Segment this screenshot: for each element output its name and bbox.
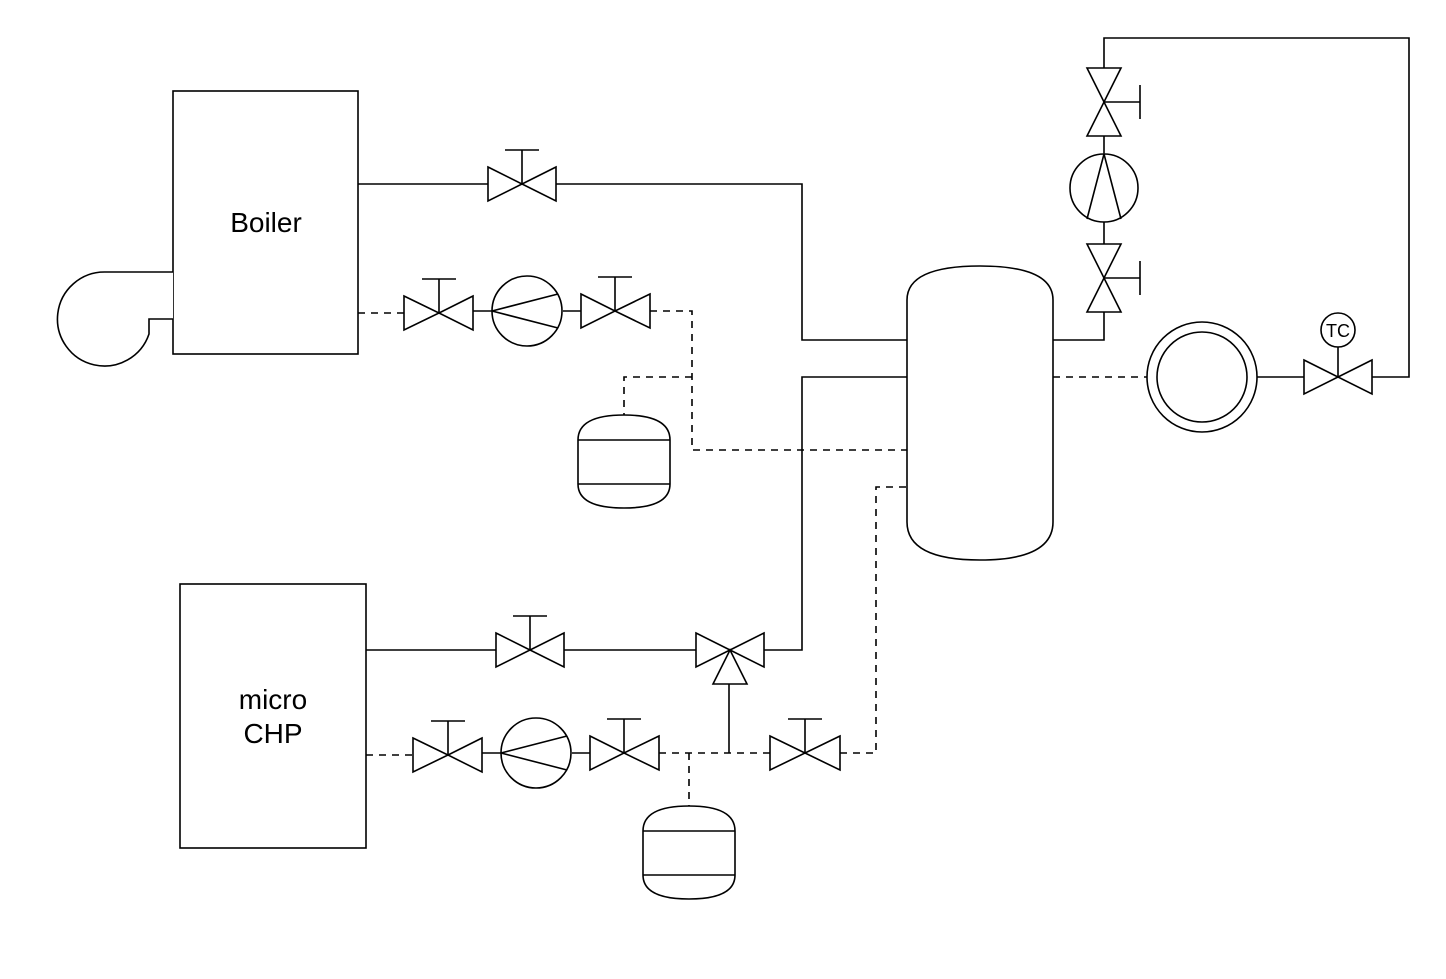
heating-circuit-flow-pipe xyxy=(1053,37,1410,378)
heating-circuit-valve-lower xyxy=(1085,243,1141,313)
boiler-return-valve-1 xyxy=(403,278,474,332)
burner-fan-icon xyxy=(56,271,173,367)
micro-chp: micro CHP xyxy=(179,583,367,849)
valve-handwheel-icon xyxy=(788,718,822,753)
temperature-controller-label: TC xyxy=(1326,321,1350,341)
pump-icon xyxy=(491,275,563,347)
valve-handwheel-icon xyxy=(422,278,456,313)
valve-handwheel-icon xyxy=(513,615,547,650)
expansion-vessel-chp-bands xyxy=(643,830,735,876)
heat-consumer-outer-ring xyxy=(1146,321,1258,433)
boiler-flow-valve xyxy=(487,149,557,203)
chp-return-pipe xyxy=(366,486,907,756)
valve-handwheel-icon xyxy=(1104,85,1141,119)
boiler-box xyxy=(172,90,359,355)
chp-circulation-pump xyxy=(482,717,590,789)
pump-icon xyxy=(500,717,572,789)
heating-circuit-pump xyxy=(1069,150,1139,223)
chp-flow-pipe xyxy=(366,376,907,651)
three-way-mixing-valve xyxy=(695,631,765,685)
valve-handwheel-icon xyxy=(1104,261,1141,295)
valve-handwheel-icon xyxy=(431,720,465,755)
heat-consumer-inner-ring xyxy=(1156,331,1248,423)
boiler-return-valve-2 xyxy=(580,276,651,330)
boiler-circulation-pump xyxy=(473,275,581,347)
pump-direction-icon xyxy=(1086,150,1122,220)
boiler-label: Boiler xyxy=(230,207,302,238)
expansion-vessel-chp-body xyxy=(642,805,736,900)
valve-handwheel-icon xyxy=(607,718,641,753)
boiler: Boiler xyxy=(172,90,359,355)
pump-direction-icon xyxy=(500,735,568,771)
temperature-control-valve: TC xyxy=(1303,312,1373,396)
boiler-flow-pipe xyxy=(358,183,907,341)
pump-direction-icon xyxy=(491,293,559,329)
buffer-tank xyxy=(906,265,1054,561)
micro-chp-box xyxy=(179,583,367,849)
expansion-vessel-boiler-bands xyxy=(578,439,670,485)
chp-return-valve-3 xyxy=(769,718,841,772)
buffer-tank-vessel xyxy=(906,265,1054,561)
pump-icon xyxy=(1069,153,1139,223)
expansion-vessel-boiler-body xyxy=(577,414,671,509)
return-pipes xyxy=(358,310,1147,806)
expansion-vessel-chp xyxy=(642,805,736,900)
expansion-vessel-boiler xyxy=(577,414,671,509)
burner-fan xyxy=(56,271,173,367)
heating-circuit-valve-upper xyxy=(1085,67,1141,137)
chp-flow-valve xyxy=(495,615,565,669)
valve-handwheel-icon xyxy=(505,149,539,184)
boiler-expansion-branch xyxy=(623,376,692,415)
chp-return-valve-1 xyxy=(412,720,483,774)
three-way-valve-icon xyxy=(695,631,765,685)
micro-chp-label-line1: micro xyxy=(239,684,307,715)
temperature-controller-circle xyxy=(1320,312,1356,348)
boiler-return-pipe xyxy=(358,310,907,451)
micro-chp-label-line2: CHP xyxy=(243,718,302,749)
valve-handwheel-icon xyxy=(598,276,632,311)
flow-pipes xyxy=(358,37,1410,753)
chp-return-valve-2 xyxy=(589,718,660,772)
heat-consumer xyxy=(1146,321,1258,433)
